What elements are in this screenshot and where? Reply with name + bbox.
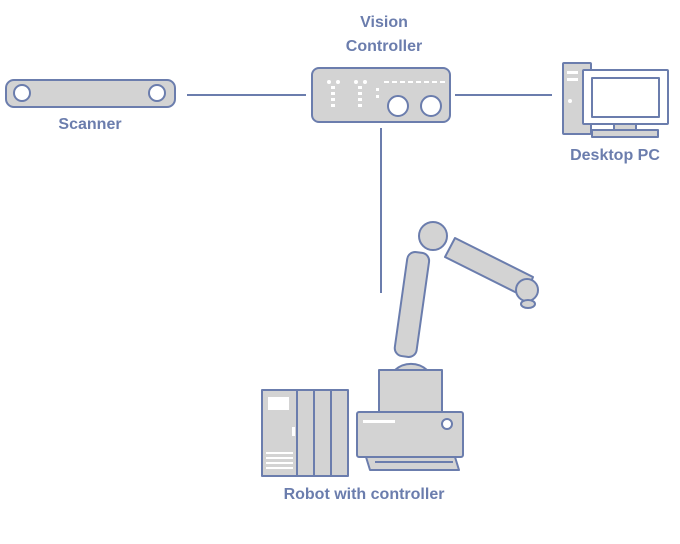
robot-arm-icon bbox=[356, 221, 539, 471]
robot-controller-cabinet-icon bbox=[261, 389, 349, 477]
vision-controller-label-line2: Controller bbox=[345, 38, 423, 55]
scanner-label: Scanner bbox=[58, 116, 122, 133]
vision-controller-label-line1: Vision bbox=[360, 14, 408, 31]
scanner-icon bbox=[5, 79, 176, 108]
desktop-pc-icon bbox=[562, 62, 669, 138]
desktop-pc-label: Desktop PC bbox=[570, 147, 660, 164]
vision-controller-icon bbox=[311, 67, 451, 123]
robot-label: Robot with controller bbox=[283, 486, 445, 503]
connections bbox=[187, 94, 552, 293]
